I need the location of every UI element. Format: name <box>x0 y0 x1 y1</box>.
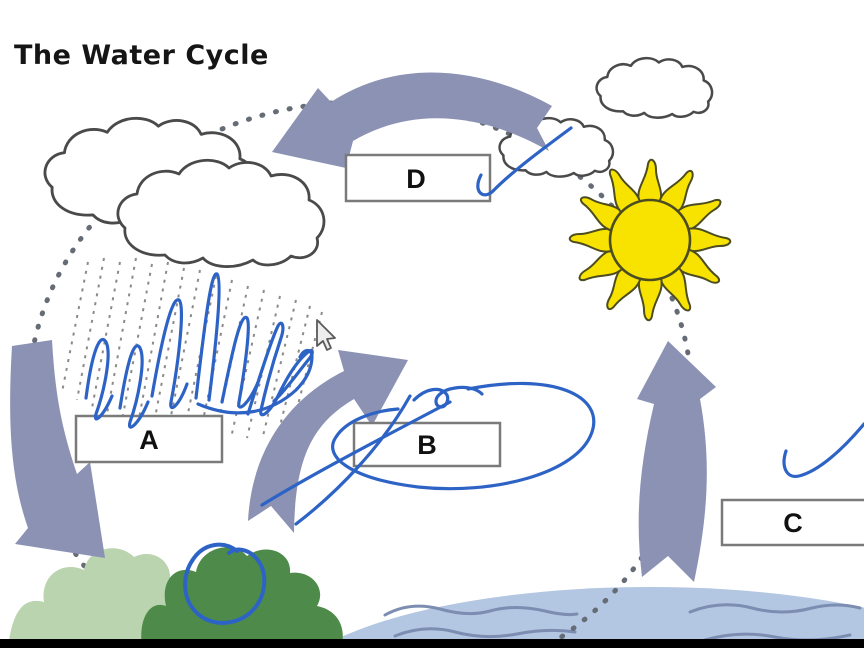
cloud-front-left <box>116 158 326 268</box>
pen-d-stroke <box>476 126 573 197</box>
letterbox-bar <box>0 639 864 648</box>
pen-b-circle <box>331 381 596 491</box>
cycle-arrow-up-right <box>637 341 716 582</box>
label-box-a[interactable] <box>74 414 224 464</box>
label-a: A <box>139 425 159 455</box>
water-body <box>311 587 864 653</box>
page-title: The Water Cycle <box>14 40 269 71</box>
wave-lines <box>383 603 862 642</box>
cycle-arrow-down-left <box>10 340 106 558</box>
sun-icon <box>568 158 732 322</box>
cloud-top-right <box>595 56 714 119</box>
mouse-cursor-icon <box>316 319 336 351</box>
pen-c-stroke <box>782 422 864 478</box>
label-c: C <box>783 508 803 538</box>
rain-lines <box>61 257 323 439</box>
pen-rain-scribble <box>84 272 314 429</box>
cycle-arrow-up-middle <box>248 350 408 533</box>
pen-diagonal-strokes <box>260 385 484 526</box>
label-d: D <box>406 164 426 194</box>
pen-tree-circle <box>183 542 267 625</box>
label-box-d[interactable] <box>344 153 492 203</box>
land-dark-green <box>141 547 343 648</box>
cycle-arrow-top <box>272 72 552 168</box>
label-box-c[interactable] <box>720 498 864 547</box>
label-b: B <box>417 430 437 460</box>
